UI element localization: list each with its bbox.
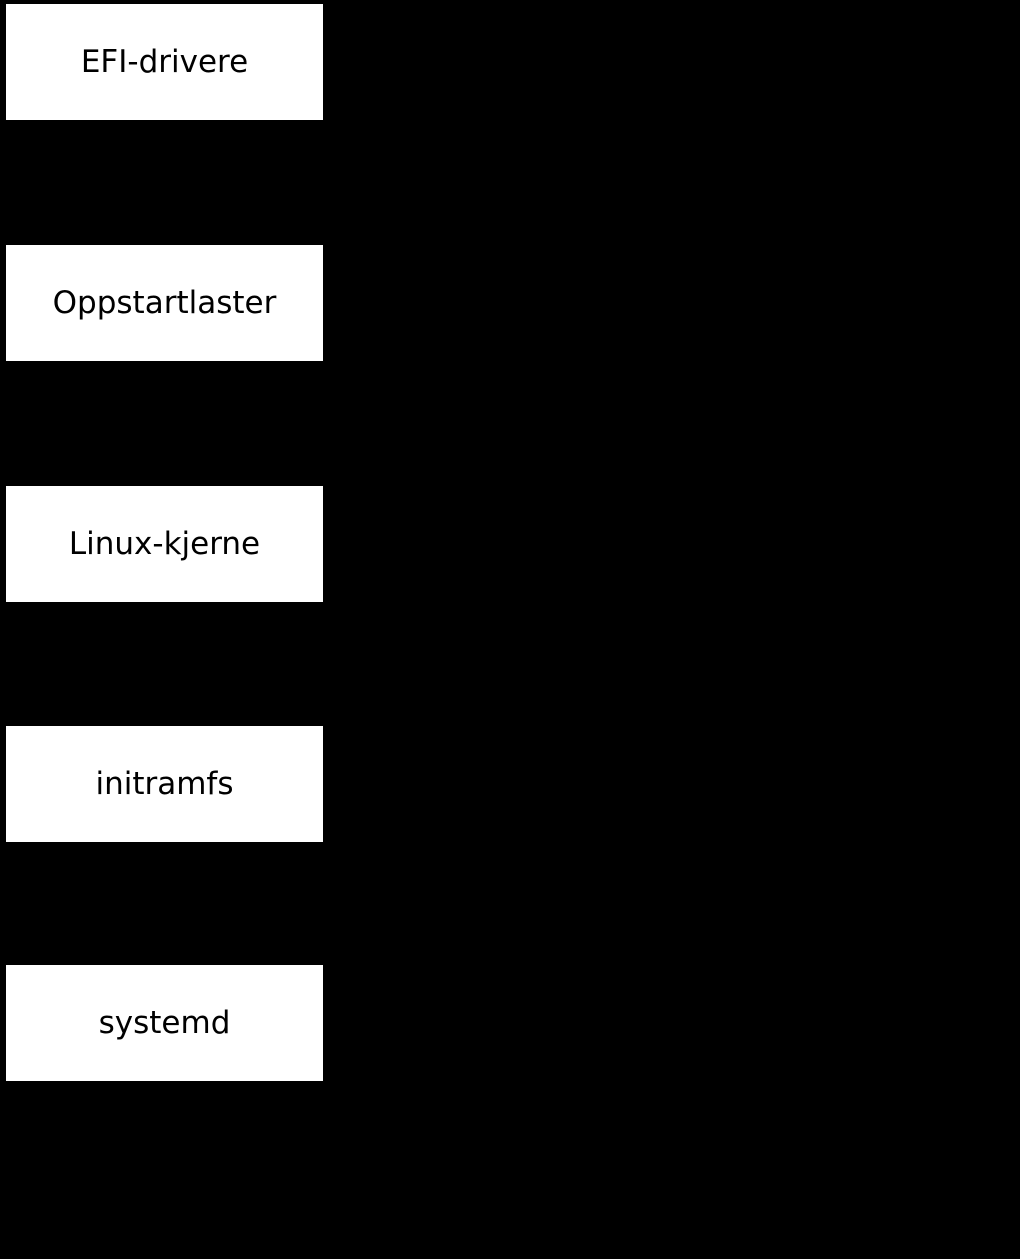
flow-node-linux-kjerne: Linux-kjerne: [6, 486, 323, 602]
flow-node-initramfs: initramfs: [6, 726, 323, 842]
node-label-efi-drivere: EFI-drivere: [80, 43, 249, 80]
flow-node-oppstartlaster: Oppstartlaster: [6, 245, 323, 361]
flow-node-efi-drivere: EFI-drivere: [6, 4, 323, 120]
node-label-linux-kjerne: Linux-kjerne: [68, 525, 261, 562]
node-label-initramfs: initramfs: [95, 765, 234, 802]
node-label-systemd: systemd: [98, 1004, 231, 1041]
node-label-oppstartlaster: Oppstartlaster: [52, 284, 277, 321]
flow-node-systemd: systemd: [6, 965, 323, 1081]
